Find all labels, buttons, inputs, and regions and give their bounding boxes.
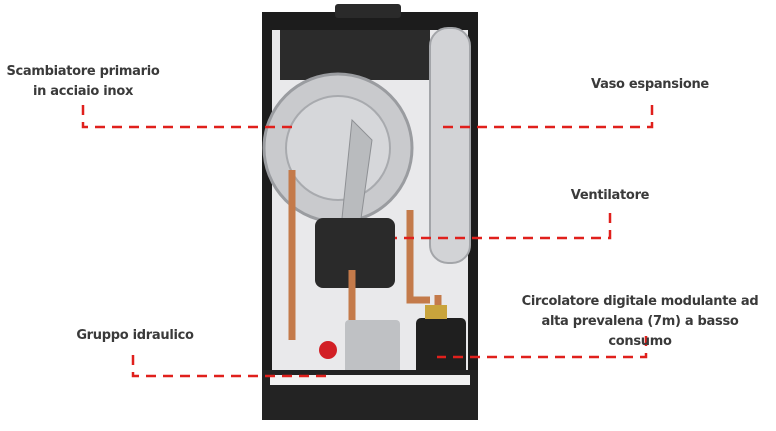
label-fan: Ventilatore	[570, 188, 650, 203]
pump	[416, 318, 466, 383]
hydraulic-group	[345, 320, 400, 375]
fan	[315, 218, 395, 288]
label-vessel: Vaso espansione	[591, 77, 709, 92]
flue-collar	[335, 4, 401, 18]
leader-pump	[437, 336, 648, 359]
label-hydraulic: Gruppo idraulico	[76, 328, 194, 343]
label-exchanger: Scambiatore primario in acciaio inox	[6, 64, 160, 99]
top-hood	[280, 30, 430, 80]
leader-fan	[395, 213, 612, 240]
label-pump: Circolatore digitale modulante ad alta p…	[521, 294, 759, 349]
red-knob	[319, 341, 337, 359]
leader-vessel	[440, 105, 654, 129]
leader-hydraulic	[131, 355, 330, 378]
expansion-vessel	[429, 27, 471, 264]
leader-exchanger	[81, 105, 292, 129]
